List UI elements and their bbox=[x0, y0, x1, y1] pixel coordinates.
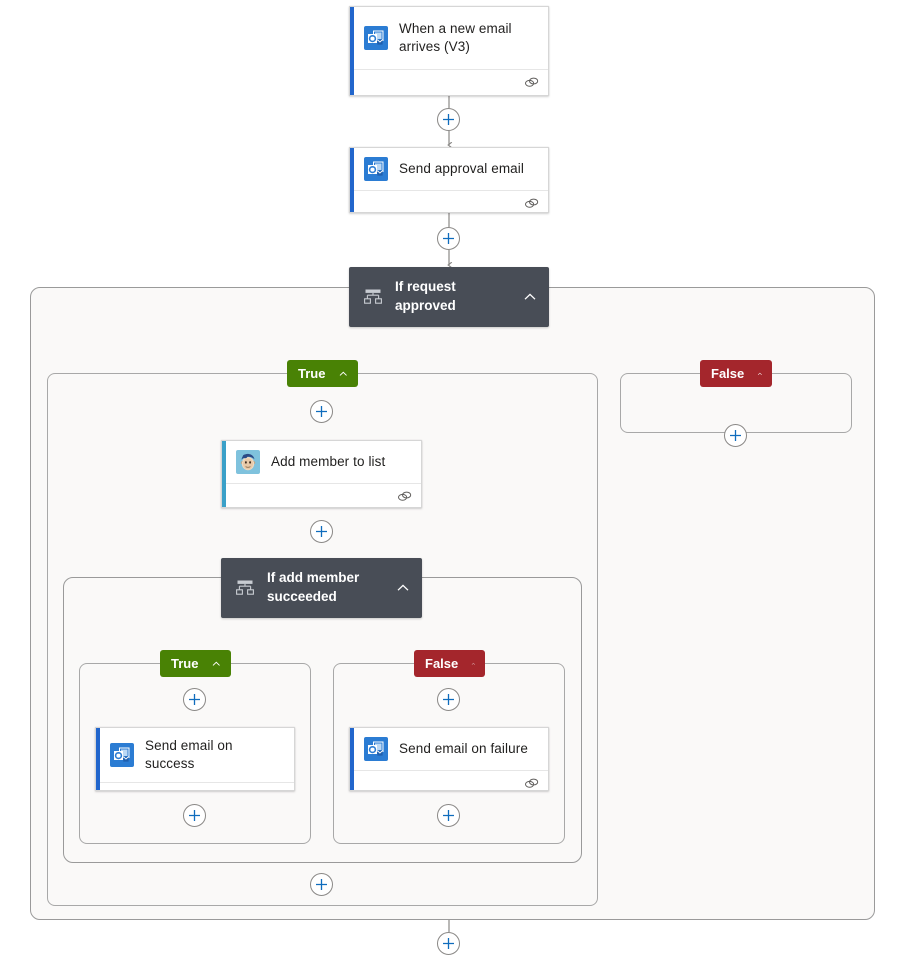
add-step-button-after-trigger[interactable]: Insert a new step bbox=[437, 108, 460, 131]
card-title: Add member to list bbox=[271, 454, 386, 470]
card-title: Send email on success bbox=[145, 738, 233, 771]
plus-icon bbox=[443, 114, 454, 125]
condition-node-if-add-member-succeeded[interactable]: If add member succeeded bbox=[221, 558, 422, 618]
card-accent-bar bbox=[350, 148, 354, 212]
plus-icon bbox=[189, 694, 200, 705]
card-accent-bar bbox=[96, 728, 100, 790]
card-when-a-new-email-arrives[interactable]: When a new email arrives (V3) bbox=[349, 6, 549, 96]
chevron-up-icon[interactable] bbox=[338, 367, 349, 381]
add-step-button-after-condition-outer[interactable]: Insert a new step bbox=[437, 932, 460, 955]
chevron-up-icon[interactable] bbox=[394, 580, 412, 596]
card-add-member-to-list[interactable]: Add member to list bbox=[221, 440, 422, 508]
card-send-email-on-success[interactable]: Send email on success bbox=[95, 727, 295, 791]
condition-title: If request approved bbox=[395, 279, 456, 313]
branch-pill-label: True bbox=[298, 366, 326, 381]
add-step-button-outer-false[interactable]: Insert a new step bbox=[724, 424, 747, 447]
branch-pill-outer-false[interactable]: False bbox=[700, 360, 772, 387]
plus-icon bbox=[316, 406, 327, 417]
condition-icon bbox=[236, 580, 254, 595]
card-accent-bar bbox=[350, 728, 354, 790]
card-header: When a new email arrives (V3) bbox=[350, 7, 548, 69]
branch-pill-inner-true[interactable]: True bbox=[160, 650, 231, 677]
chain-link-icon[interactable] bbox=[524, 76, 539, 89]
add-step-button-after-add-member[interactable]: Insert a new step bbox=[310, 520, 333, 543]
outlook-icon bbox=[364, 157, 388, 181]
add-step-button-outer-true-top[interactable]: Insert a new step bbox=[310, 400, 333, 423]
chevron-up-icon[interactable] bbox=[471, 657, 476, 671]
chevron-up-icon[interactable] bbox=[757, 367, 763, 381]
card-header: Send email on success bbox=[96, 728, 294, 782]
chain-link-icon[interactable] bbox=[524, 777, 539, 790]
chain-link-icon[interactable] bbox=[524, 197, 539, 210]
add-step-button-outer-true-bottom[interactable]: Insert a new step bbox=[310, 873, 333, 896]
plus-icon bbox=[189, 810, 200, 821]
card-header: Send email on failure bbox=[350, 728, 548, 770]
outlook-icon bbox=[110, 742, 134, 767]
plus-icon bbox=[443, 938, 454, 949]
card-footer bbox=[350, 69, 548, 95]
add-step-button-inner-false-bottom[interactable]: Insert a new step bbox=[437, 804, 460, 827]
branch-pill-label: False bbox=[425, 656, 459, 671]
card-footer bbox=[350, 190, 548, 212]
branch-pill-outer-true[interactable]: True bbox=[287, 360, 358, 387]
card-footer bbox=[222, 483, 421, 507]
add-step-button-inner-true-top[interactable]: Insert a new step bbox=[183, 688, 206, 711]
card-title: Send email on failure bbox=[399, 741, 528, 757]
chain-link-icon[interactable] bbox=[270, 789, 285, 791]
card-header: Send approval email bbox=[350, 148, 548, 190]
condition-icon bbox=[364, 289, 382, 304]
chain-link-icon[interactable] bbox=[397, 490, 412, 503]
card-header: Add member to list bbox=[222, 441, 421, 483]
card-title: When a new email arrives (V3) bbox=[399, 21, 512, 54]
branch-pill-inner-false[interactable]: False bbox=[414, 650, 485, 677]
outlook-icon bbox=[364, 26, 388, 50]
card-send-approval-email[interactable]: Send approval email bbox=[349, 147, 549, 213]
plus-icon bbox=[730, 430, 741, 441]
card-accent-bar bbox=[222, 441, 226, 507]
outlook-icon bbox=[364, 737, 388, 761]
plus-icon bbox=[443, 233, 454, 244]
card-accent-bar bbox=[350, 7, 354, 95]
card-send-email-on-failure[interactable]: Send email on failure bbox=[349, 727, 549, 791]
condition-title: If add member succeeded bbox=[267, 570, 360, 604]
plus-icon bbox=[316, 879, 327, 890]
card-footer bbox=[96, 781, 294, 791]
add-step-button-inner-false-top[interactable]: Insert a new step bbox=[437, 688, 460, 711]
add-step-button-after-send-approval[interactable]: Insert a new step bbox=[437, 227, 460, 250]
plus-icon bbox=[443, 694, 454, 705]
chevron-up-icon[interactable] bbox=[521, 289, 539, 305]
branch-pill-label: True bbox=[171, 656, 199, 671]
chevron-up-icon[interactable] bbox=[211, 657, 222, 671]
mailchimp-icon bbox=[236, 450, 260, 474]
plus-icon bbox=[316, 526, 327, 537]
add-step-button-inner-true-bottom[interactable]: Insert a new step bbox=[183, 804, 206, 827]
branch-pill-label: False bbox=[711, 366, 745, 381]
plus-icon bbox=[443, 810, 454, 821]
condition-node-if-request-approved[interactable]: If request approved bbox=[349, 267, 549, 327]
card-title: Send approval email bbox=[399, 161, 524, 177]
card-footer bbox=[350, 770, 548, 790]
